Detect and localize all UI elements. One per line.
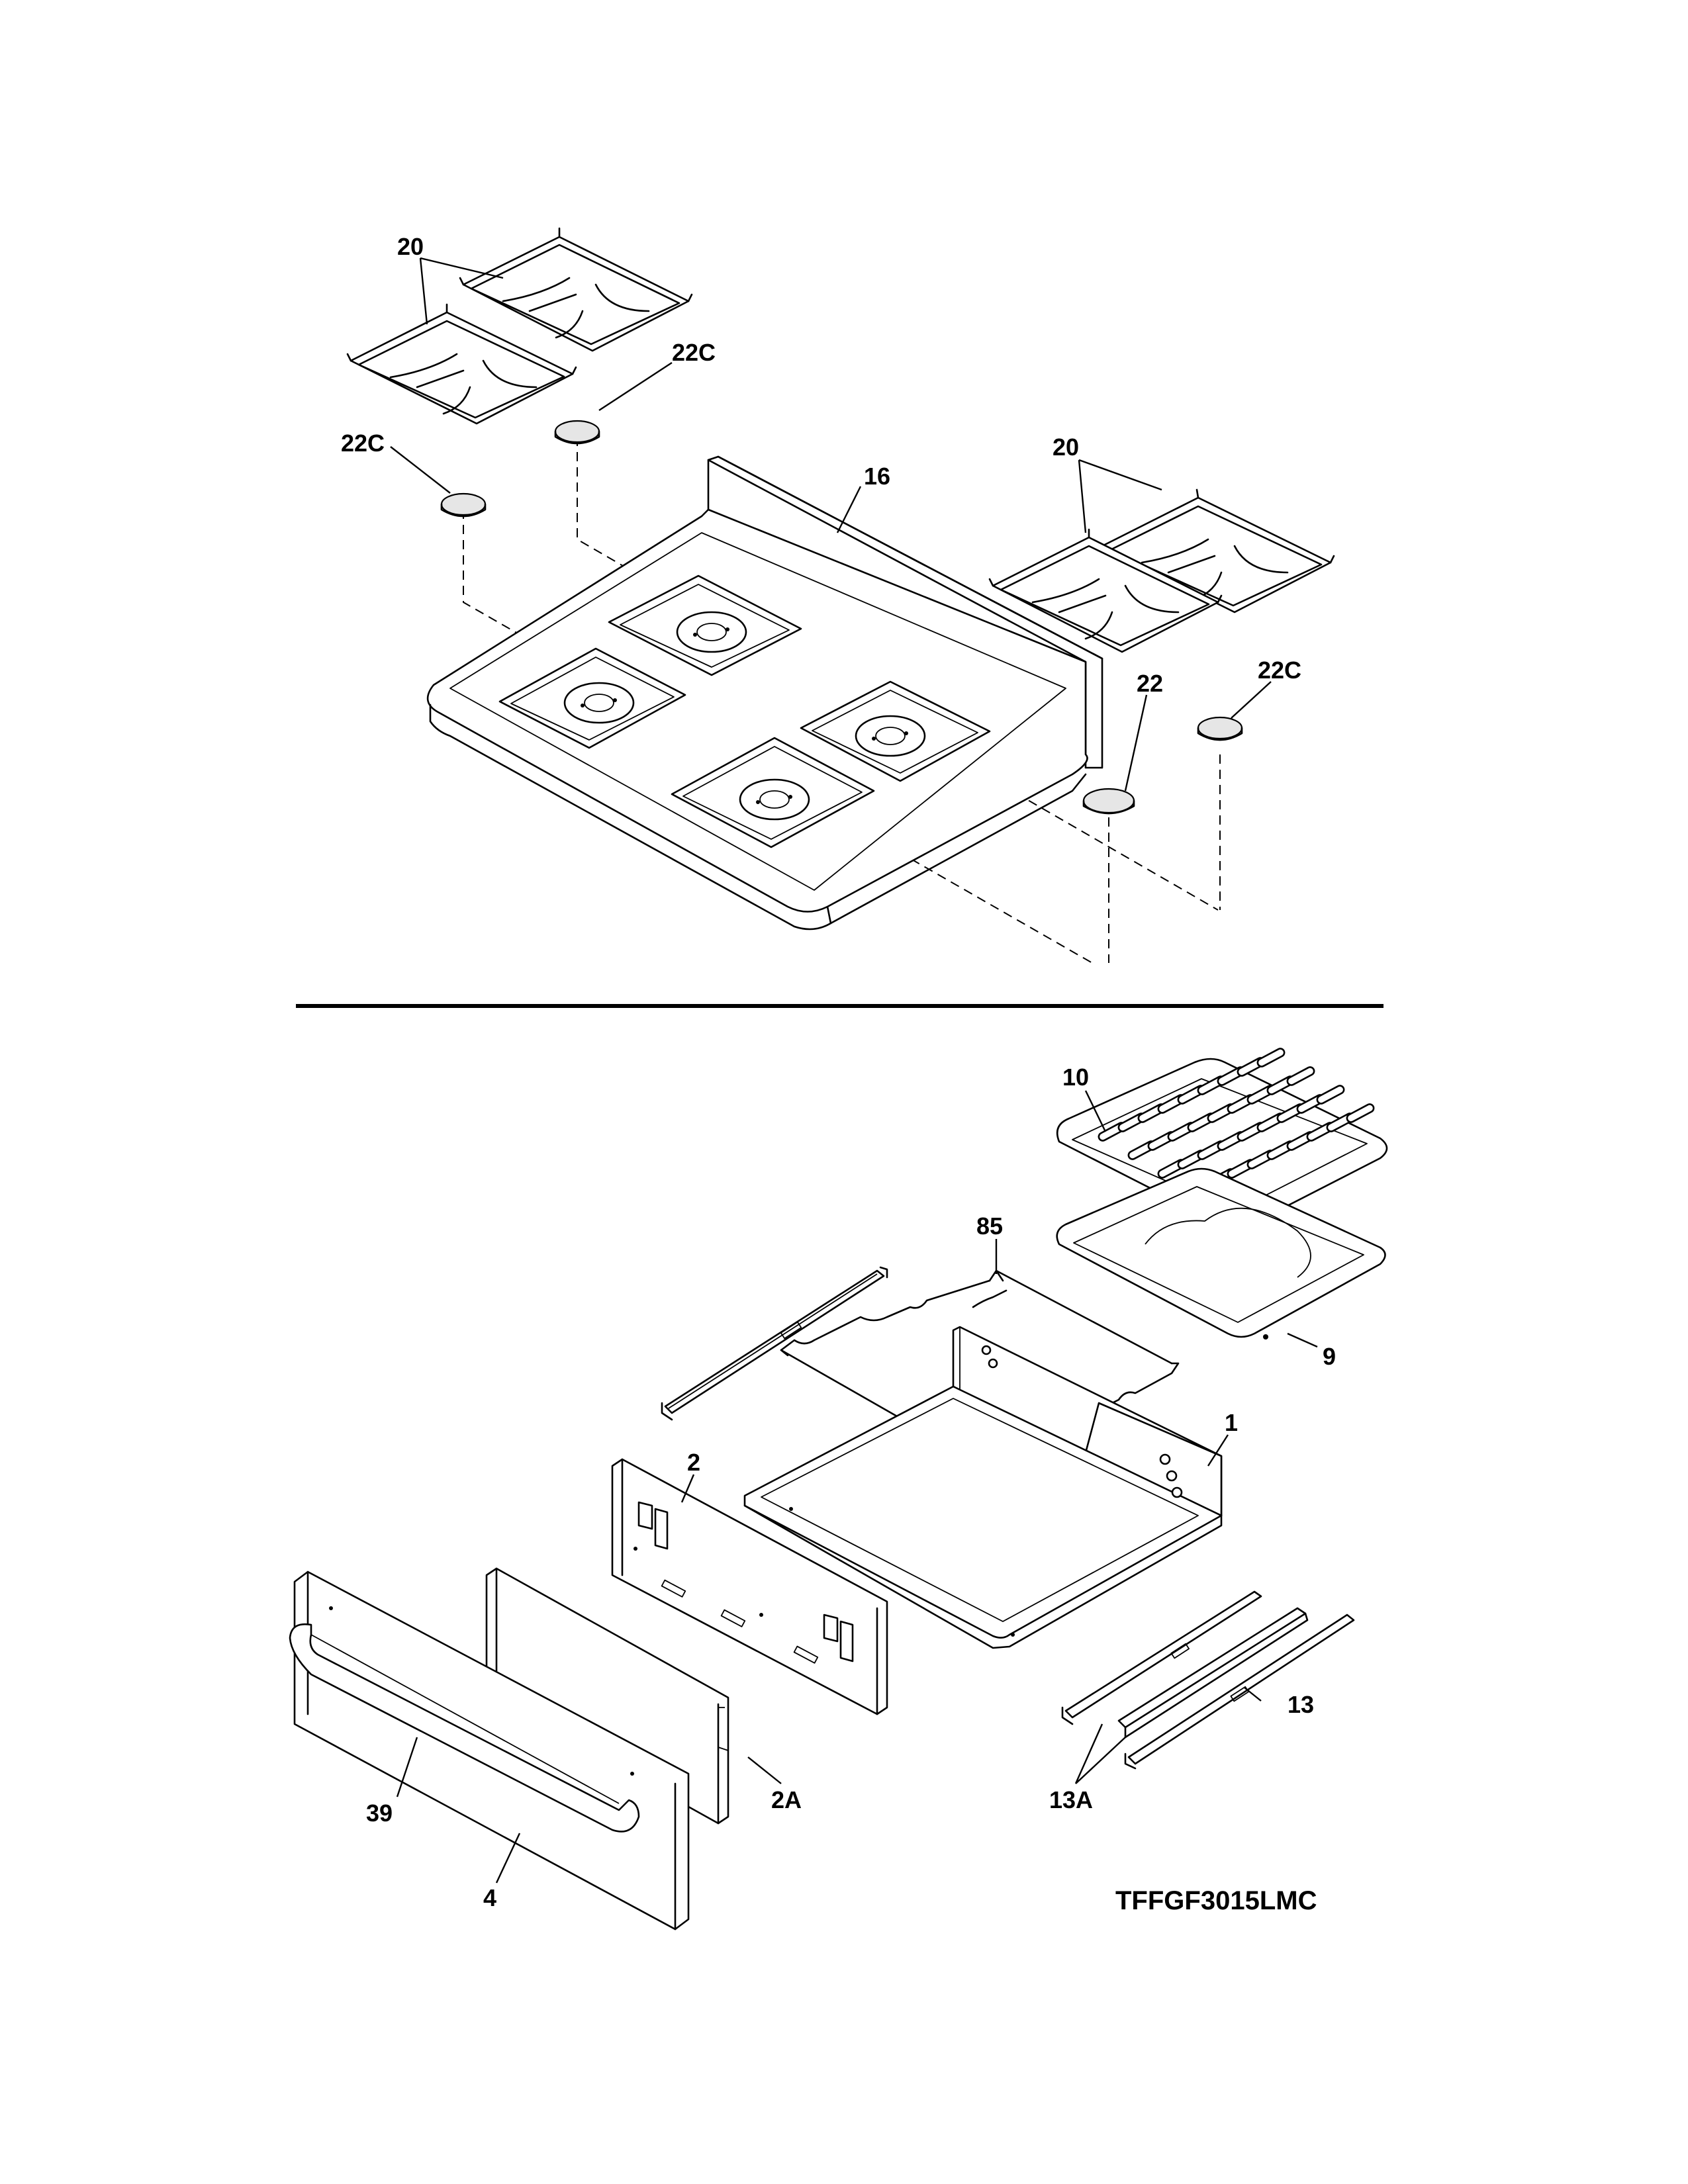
leader-lines-top <box>390 257 1272 792</box>
leader-lines-bottom <box>396 1090 1318 1884</box>
callout-22c-left: 22C <box>341 430 385 457</box>
burner-grates-right-pair <box>988 488 1335 653</box>
callout-2a: 2A <box>771 1786 802 1813</box>
drawer-rail-left <box>661 1266 888 1421</box>
burner-grates-left-pair <box>346 227 693 425</box>
callout-20-left: 20 <box>397 233 424 260</box>
callout-13: 13 <box>1288 1691 1314 1718</box>
burner-cap-right-22 <box>1082 788 1135 815</box>
broiler-slot <box>1346 1103 1375 1123</box>
burner-head-right-front <box>739 778 810 821</box>
callout-16: 16 <box>864 463 890 490</box>
grate-left-back <box>459 227 693 352</box>
cooktop-main-top <box>426 455 1103 931</box>
grate-left-front <box>346 303 577 425</box>
drawer-slides <box>1061 1590 1355 1770</box>
burner-head-right-back <box>855 715 926 757</box>
grate-right-front <box>988 528 1223 653</box>
callout-1: 1 <box>1225 1409 1238 1436</box>
callout-2: 2 <box>687 1449 700 1476</box>
broiler-slot <box>1286 1066 1315 1086</box>
burner-cap-right-22c <box>1197 716 1243 741</box>
callout-85: 85 <box>976 1212 1003 1240</box>
callout-20-right: 20 <box>1053 433 1079 461</box>
burner-cap-left-back <box>554 420 600 445</box>
callout-9: 9 <box>1323 1343 1336 1370</box>
burner-head-left-back <box>676 611 747 653</box>
drawer-front-panel <box>289 1570 690 1931</box>
callout-22: 22 <box>1137 670 1163 697</box>
broiler-slot <box>1256 1048 1286 1068</box>
broiler-pan <box>1056 1167 1386 1340</box>
broiler-slot <box>1316 1085 1345 1105</box>
drawer-back-panel <box>611 1458 888 1715</box>
drawer-box <box>743 1326 1223 1649</box>
callout-39: 39 <box>366 1799 393 1827</box>
burner-head-left-front <box>563 682 635 724</box>
callout-labels: 20 22C 22C 16 20 22 22C 10 85 9 1 2 2A 1… <box>341 233 1336 1915</box>
drawer-handle <box>289 1623 640 1833</box>
model-number-label: TFFGF3015LMC <box>1115 1886 1317 1915</box>
callout-13a: 13A <box>1049 1786 1093 1813</box>
callout-22c-right: 22C <box>1258 657 1301 684</box>
callout-22c-upper: 22C <box>672 339 716 366</box>
burner-cap-left-front <box>440 492 487 518</box>
callout-4: 4 <box>483 1884 496 1911</box>
callout-10: 10 <box>1062 1064 1089 1091</box>
